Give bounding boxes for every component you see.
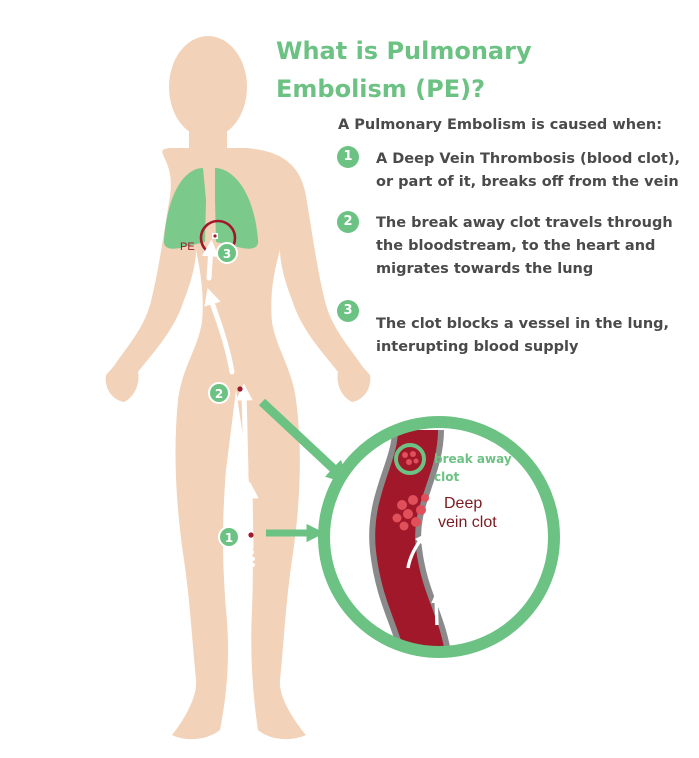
svg-text:2: 2 xyxy=(215,387,223,401)
arrow-up-icon xyxy=(406,533,426,569)
step-number-2: 2 xyxy=(337,211,359,233)
step-2-line-1: The break away clot travels through xyxy=(376,215,673,231)
thigh-marker: 2 xyxy=(208,382,230,404)
arrow-up-icon xyxy=(235,383,253,475)
vein-magnifier xyxy=(318,416,560,658)
step-number-3: 3 xyxy=(337,300,359,322)
deep-vein-label-line1: Deep xyxy=(444,495,482,512)
clot-path-arrows xyxy=(201,239,259,551)
body-silhouette xyxy=(105,36,371,740)
pe-clot-dot xyxy=(213,234,217,238)
lungs xyxy=(163,168,259,249)
step-text-2: The break away clot travels through the … xyxy=(376,212,686,281)
svg-text:3: 3 xyxy=(223,247,231,261)
step-1-line-1: A Deep Vein Thrombosis (blood clot), xyxy=(376,151,680,167)
arrow-up-icon xyxy=(241,481,259,551)
deep-vein-label-line2: vein clot xyxy=(438,514,497,531)
pe-label: PE xyxy=(180,241,195,253)
arrow-up-icon xyxy=(431,592,442,626)
svg-text:1: 1 xyxy=(225,531,233,545)
step-1-line-2: or part of it, breaks off from the vein xyxy=(376,174,679,190)
arrow-up-icon xyxy=(204,287,235,375)
arrow-up-icon xyxy=(201,239,219,281)
page-title: What is Pulmonary Embolism (PE)? xyxy=(276,32,676,108)
arrow-right-icon xyxy=(258,398,350,485)
step-text-3: The clot blocks a vessel in the lung, in… xyxy=(376,313,686,359)
title-line-2: Embolism (PE)? xyxy=(276,75,486,103)
lung-marker: 3 xyxy=(216,242,238,264)
step-3-line-2: interupting blood supply xyxy=(376,339,579,355)
trail-dots xyxy=(250,550,255,567)
break-away-label-line2: clot xyxy=(434,470,459,484)
step-3-line-1: The clot blocks a vessel in the lung, xyxy=(376,316,670,332)
break-away-label-line1: break away xyxy=(434,452,512,466)
title-line-1: What is Pulmonary xyxy=(276,37,532,65)
step-2-line-3: migrates towards the lung xyxy=(376,261,594,277)
calf-marker: 1 xyxy=(218,526,240,548)
intro-text: A Pulmonary Embolism is caused when: xyxy=(338,117,663,133)
step-number-1: 1 xyxy=(337,146,359,168)
clot-dot-icon xyxy=(237,386,243,392)
clot-dot-icon xyxy=(248,532,254,538)
step-2-line-2: the bloodstream, to the heart and xyxy=(376,238,656,254)
step-text-1: A Deep Vein Thrombosis (blood clot), or … xyxy=(376,148,686,194)
